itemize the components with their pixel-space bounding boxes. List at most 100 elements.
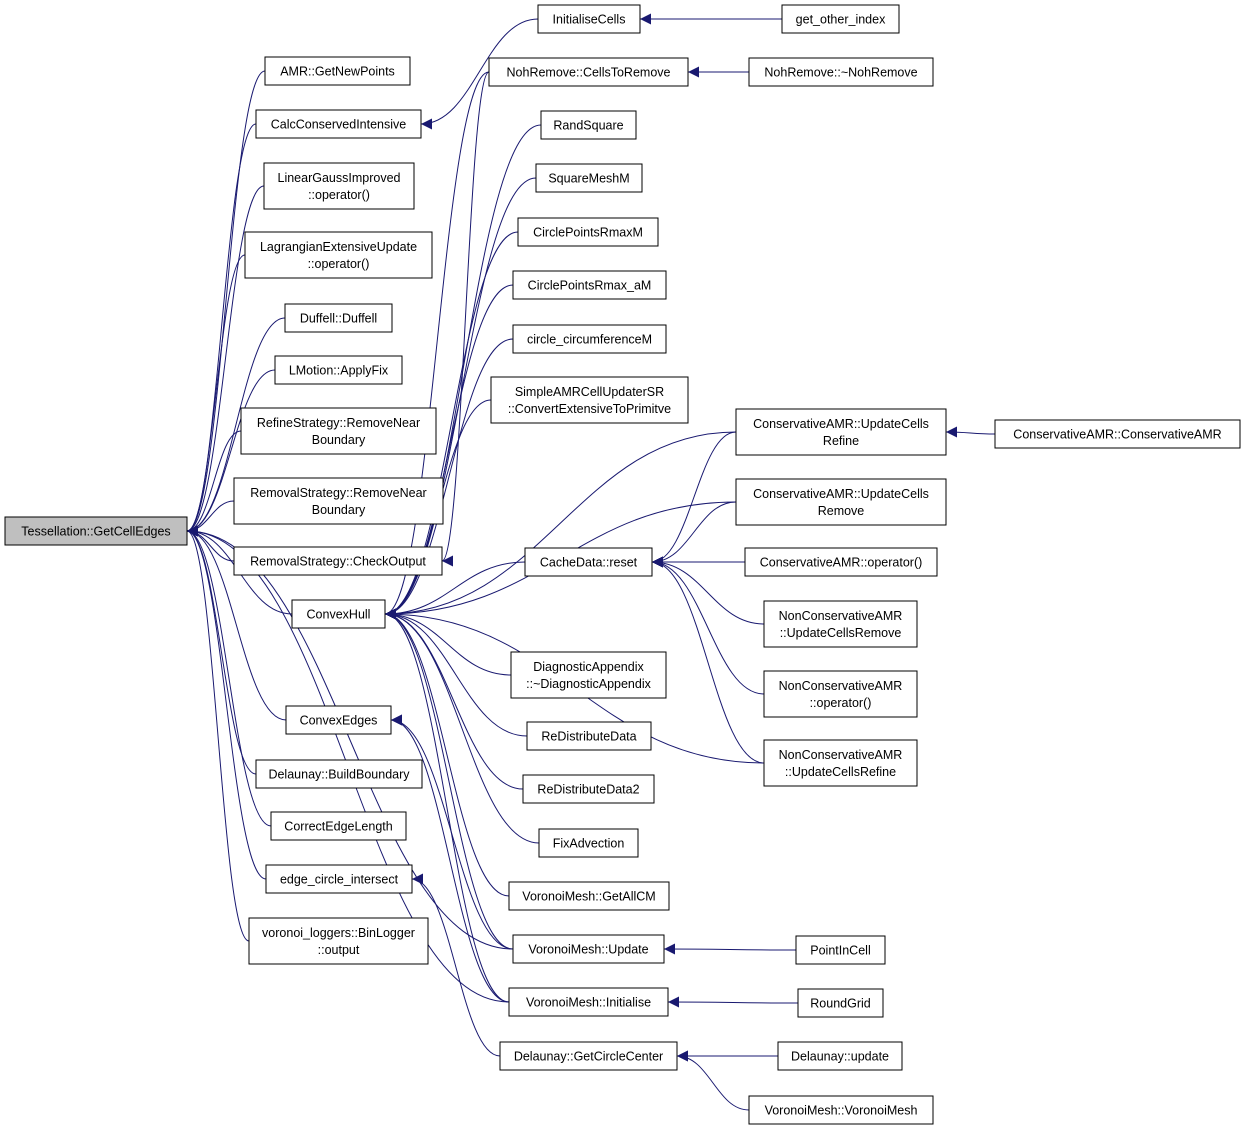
node-label: NohRemove::CellsToRemove bbox=[507, 66, 671, 80]
node-voronoimesh-ctor[interactable]: VoronoiMesh::VoronoiMesh bbox=[748, 1095, 934, 1125]
edge-convexedges-to-root bbox=[186, 525, 287, 721]
node-edge-circle-intersect[interactable]: edge_circle_intersect bbox=[265, 864, 413, 894]
node-nonconservativeamr-updatecellsremove[interactable]: NonConservativeAMR::UpdateCellsRemove bbox=[763, 600, 918, 648]
node-label: DiagnosticAppendix bbox=[533, 660, 644, 674]
edge-voronoimesh-initialise-to-convexhull bbox=[384, 608, 510, 1003]
node-calcconservedintensive[interactable]: CalcConservedIntensive bbox=[255, 109, 422, 139]
node-box bbox=[4, 516, 188, 546]
node-lineargaussimproved[interactable]: LinearGaussImproved::operator() bbox=[263, 162, 415, 210]
node-box bbox=[233, 546, 443, 576]
node-pointincell[interactable]: PointInCell bbox=[795, 935, 886, 965]
node-correctedgelength[interactable]: CorrectEdgeLength bbox=[270, 811, 407, 841]
node-nonconservativeamr-updatecellsrefine[interactable]: NonConservativeAMR::UpdateCellsRefine bbox=[763, 739, 918, 787]
edge-nohremove-cellstoremove-to-convexhull bbox=[384, 71, 490, 620]
node-box bbox=[763, 670, 918, 718]
node-label: ::operator() bbox=[308, 257, 370, 271]
node-nohremove-dtor[interactable]: NohRemove::~NohRemove bbox=[748, 57, 934, 87]
node-label: ConservativeAMR::operator() bbox=[760, 556, 923, 570]
node-voronoimesh-initialise[interactable]: VoronoiMesh::Initialise bbox=[508, 987, 669, 1017]
edge-fixadvection-to-convexhull bbox=[384, 608, 540, 844]
node-nonconservativeamr-operator[interactable]: NonConservativeAMR::operator() bbox=[763, 670, 918, 718]
edge-amr-getnewpoints-to-root bbox=[186, 70, 266, 537]
node-randsquare[interactable]: RandSquare bbox=[540, 110, 637, 140]
edge-cachedata-reset-to-convexhull bbox=[384, 561, 526, 620]
node-redistributedata2[interactable]: ReDistributeData2 bbox=[522, 774, 655, 804]
node-redistributedata[interactable]: ReDistributeData bbox=[526, 721, 652, 751]
node-label: SquareMeshM bbox=[548, 172, 629, 186]
node-delaunay-update[interactable]: Delaunay::update bbox=[777, 1041, 903, 1071]
node-box bbox=[488, 57, 689, 87]
node-fixadvection[interactable]: FixAdvection bbox=[538, 828, 639, 858]
node-label: Tessellation::GetCellEdges bbox=[21, 525, 170, 539]
node-label: ConservativeAMR::ConservativeAMR bbox=[1013, 428, 1221, 442]
node-voronoi-loggers-binlogger[interactable]: voronoi_loggers::BinLogger::output bbox=[248, 917, 429, 965]
node-conservativeamr-updatecellsrefine[interactable]: ConservativeAMR::UpdateCellsRefine bbox=[735, 408, 947, 456]
node-label: ConvexEdges bbox=[300, 714, 378, 728]
node-delaunay-getcirclecenter[interactable]: Delaunay::GetCircleCenter bbox=[499, 1041, 678, 1071]
node-label: ConservativeAMR::UpdateCells bbox=[753, 417, 929, 431]
edge-conservativeamr-updatecellsrefine-to-cachedata-reset bbox=[651, 431, 737, 568]
node-box bbox=[735, 408, 947, 456]
node-get-other-index[interactable]: get_other_index bbox=[781, 4, 900, 34]
edge-nonconservativeamr-updatecellsrefine-to-cachedata-reset bbox=[651, 556, 765, 764]
node-amr-getnewpoints[interactable]: AMR::GetNewPoints bbox=[264, 56, 411, 86]
node-label: ::UpdateCellsRefine bbox=[785, 765, 896, 779]
node-roundgrid[interactable]: RoundGrid bbox=[797, 988, 884, 1018]
node-label: ReDistributeData bbox=[541, 730, 636, 744]
node-lmotion-applyfix[interactable]: LMotion::ApplyFix bbox=[274, 355, 403, 385]
node-box bbox=[524, 547, 653, 577]
node-lagrangianextensiveupdate[interactable]: LagrangianExtensiveUpdate::operator() bbox=[244, 231, 433, 279]
node-initialisecells[interactable]: InitialiseCells bbox=[537, 4, 641, 34]
node-label: FixAdvection bbox=[553, 837, 625, 851]
edge-voronoimesh-initialise-to-convexedges bbox=[390, 714, 510, 1003]
node-circlepointsrmax-am[interactable]: CirclePointsRmax_aM bbox=[512, 270, 667, 300]
node-root[interactable]: Tessellation::GetCellEdges bbox=[4, 516, 188, 546]
node-box bbox=[291, 599, 386, 629]
node-voronoimesh-update[interactable]: VoronoiMesh::Update bbox=[512, 934, 665, 964]
node-label: get_other_index bbox=[796, 13, 886, 27]
node-box bbox=[526, 721, 652, 751]
node-circle-circumferencem[interactable]: circle_circumferenceM bbox=[512, 324, 667, 354]
edge-nonconservativeamr-operator-to-cachedata-reset bbox=[651, 556, 765, 695]
node-squaremeshm[interactable]: SquareMeshM bbox=[535, 163, 643, 193]
node-simpleamrcellupdatersr[interactable]: SimpleAMRCellUpdaterSR::ConvertExtensive… bbox=[490, 376, 689, 424]
node-conservativeamr-ctor[interactable]: ConservativeAMR::ConservativeAMR bbox=[994, 419, 1241, 449]
edge-lineargaussimproved-to-root bbox=[186, 185, 265, 537]
edge-conservativeamr-ctor-to-conservativeamr-updatecellsrefine bbox=[945, 426, 996, 438]
node-voronoimesh-getallcm[interactable]: VoronoiMesh::GetAllCM bbox=[508, 881, 670, 911]
node-removalstrategy-checkoutput[interactable]: RemovalStrategy::CheckOutput bbox=[233, 546, 443, 576]
node-circlepointsrmaxm[interactable]: CirclePointsRmaxM bbox=[517, 217, 659, 247]
node-label: ConvexHull bbox=[307, 608, 371, 622]
node-label: CorrectEdgeLength bbox=[284, 820, 392, 834]
node-box bbox=[535, 163, 643, 193]
node-label: RoundGrid bbox=[810, 997, 870, 1011]
node-convexedges[interactable]: ConvexEdges bbox=[285, 705, 392, 735]
node-conservativeamr-updatecellsremove[interactable]: ConservativeAMR::UpdateCellsRemove bbox=[735, 478, 947, 526]
edge-conservativeamr-updatecellsremove-to-cachedata-reset bbox=[651, 501, 737, 568]
node-nohremove-cellstoremove[interactable]: NohRemove::CellsToRemove bbox=[488, 57, 689, 87]
node-label: InitialiseCells bbox=[553, 13, 626, 27]
edge-voronoi-loggers-binlogger-to-root bbox=[186, 525, 250, 942]
node-box bbox=[537, 4, 641, 34]
node-label: LagrangianExtensiveUpdate bbox=[260, 240, 417, 254]
node-box bbox=[795, 935, 886, 965]
node-conservativeamr-operator[interactable]: ConservativeAMR::operator() bbox=[744, 547, 938, 577]
node-box bbox=[512, 934, 665, 964]
node-cachedata-reset[interactable]: CacheData::reset bbox=[524, 547, 653, 577]
node-label: Boundary bbox=[312, 503, 366, 517]
node-diagnosticappendix[interactable]: DiagnosticAppendix::~DiagnosticAppendix bbox=[510, 651, 667, 699]
node-box bbox=[263, 162, 415, 210]
node-duffell[interactable]: Duffell::Duffell bbox=[284, 303, 393, 333]
edge-nonconservativeamr-updatecellsremove-to-cachedata-reset bbox=[651, 556, 765, 625]
node-box bbox=[512, 270, 667, 300]
node-convexhull[interactable]: ConvexHull bbox=[291, 599, 386, 629]
node-box bbox=[994, 419, 1241, 449]
node-label: ConservativeAMR::UpdateCells bbox=[753, 487, 929, 501]
edge-voronoimesh-ctor-to-delaunay-getcirclecenter bbox=[676, 1050, 750, 1111]
node-delaunay-buildboundary[interactable]: Delaunay::BuildBoundary bbox=[255, 759, 423, 789]
edge-conservativeamr-updatecellsrefine-to-convexhull bbox=[384, 431, 737, 620]
node-box bbox=[744, 547, 938, 577]
